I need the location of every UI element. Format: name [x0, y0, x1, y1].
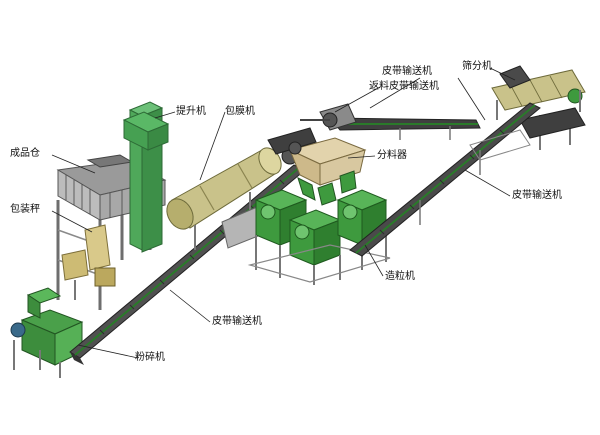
- top-return-conveyor: [267, 103, 481, 155]
- label-crusher: 粉碎机: [135, 352, 165, 363]
- label-packing-scale: 包装秤: [10, 204, 40, 215]
- label-screener: 筛分机: [462, 61, 492, 72]
- label-return-conveyor: 返料皮带输送机: [369, 81, 439, 92]
- label-warehouse: 成品仓: [10, 148, 40, 159]
- bucket-elevator-machine: [122, 101, 170, 253]
- screener-machine: [491, 65, 586, 150]
- leader-lines: [51, 67, 516, 359]
- crusher-machine: [10, 287, 84, 378]
- label-top-conveyor: 皮带输送机: [382, 66, 432, 77]
- label-distributor: 分料器: [377, 150, 407, 161]
- label-bucket-elevator: 提升机: [176, 106, 206, 117]
- right-belt-conveyor: [349, 102, 541, 257]
- packing-scale-machine: [61, 224, 116, 300]
- label-coating-machine: 包膜机: [225, 106, 255, 117]
- distributor-hopper: [288, 137, 367, 206]
- label-right-conveyor: 皮带输送机: [512, 190, 562, 201]
- label-granulator: 造粒机: [385, 271, 415, 282]
- label-bottom-conveyor: 皮带输送机: [212, 316, 262, 327]
